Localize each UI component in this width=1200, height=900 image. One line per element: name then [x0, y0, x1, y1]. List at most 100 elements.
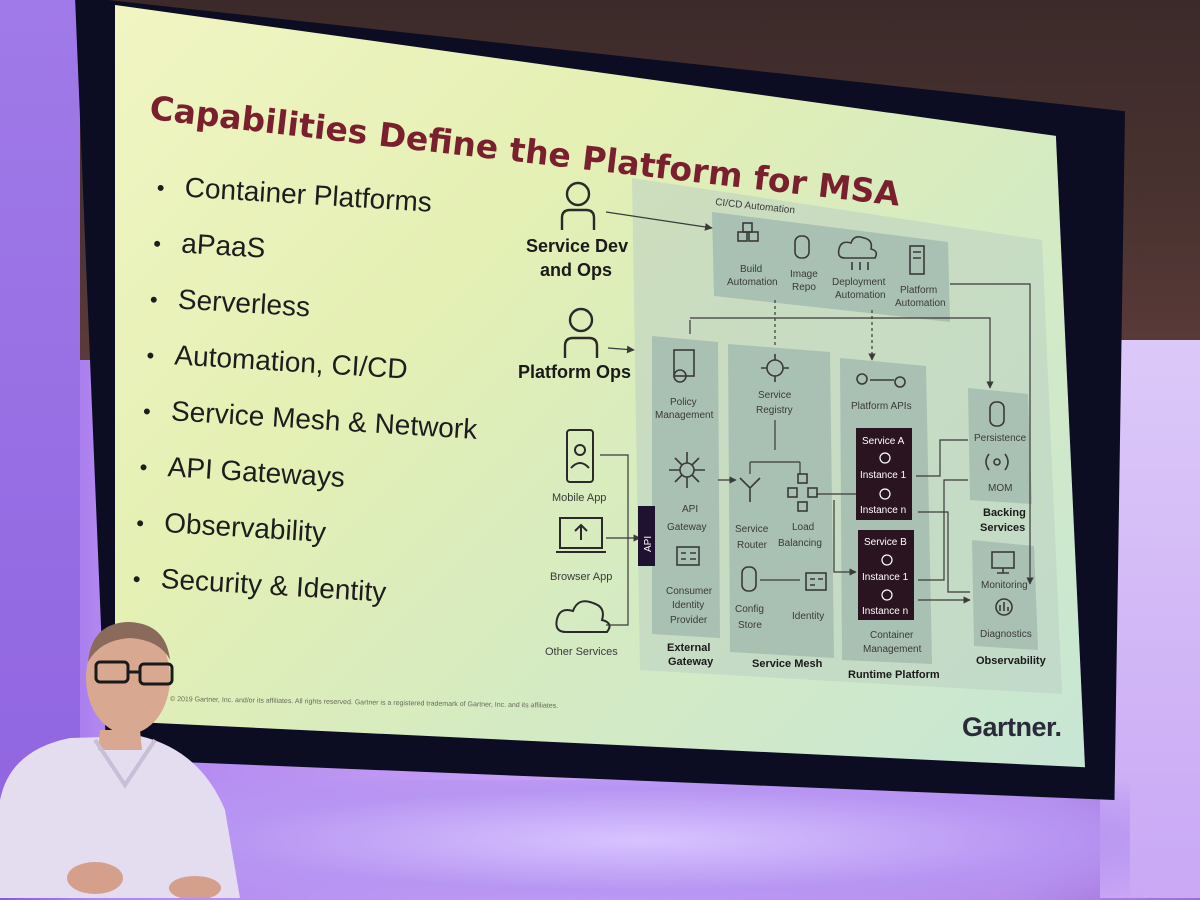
service-dev-label-2: and Ops: [540, 260, 612, 280]
identity-label: Identity: [792, 611, 824, 622]
observability-label: Observability: [976, 655, 1047, 667]
consumer-label-2: Identity: [672, 600, 704, 611]
diagnostics-label: Diagnostics: [980, 629, 1032, 640]
external-gateway-panel: [652, 336, 720, 638]
api-gateway-label-1: API: [682, 504, 698, 515]
presenter-hand: [67, 862, 123, 894]
config-store-label-2: Store: [738, 620, 762, 631]
instance-gear-icon: [879, 452, 891, 464]
image-repo-label-2: Repo: [792, 282, 816, 293]
api-gateway-label-2: Gateway: [667, 522, 706, 533]
load-balancing-label-1: Load: [792, 522, 814, 533]
service-registry-label-2: Registry: [756, 405, 793, 416]
policy-label-2: Management: [655, 410, 714, 421]
build-automation-label-2: Automation: [727, 277, 778, 288]
config-store-label-1: Config: [735, 604, 764, 615]
instance-n-label: Instance n: [862, 606, 908, 617]
deployment-label-1: Deployment: [832, 277, 886, 288]
build-automation-icon: [737, 222, 759, 242]
container-mgmt-label-2: Management: [863, 644, 922, 655]
service-dev-user-icon: [560, 181, 596, 230]
api-tab: [638, 506, 655, 566]
consumer-label-1: Consumer: [666, 586, 713, 597]
load-balancing-icon: [787, 473, 818, 512]
platform-automation-label-1: Platform: [900, 285, 937, 296]
consumer-id-card-icon: [676, 546, 700, 566]
presenter-hand: [169, 876, 221, 898]
platform-apis-icon: [856, 373, 906, 388]
stage-light-glow: [150, 780, 1130, 900]
platform-ops-user-icon: [563, 307, 599, 358]
runtime-platform-label: Runtime Platform: [848, 669, 940, 681]
presenter-collar: [93, 738, 157, 789]
service-router-label-2: Router: [737, 540, 768, 551]
service-mesh-label: Service Mesh: [752, 658, 823, 670]
service-registry-label-1: Service: [758, 390, 792, 401]
backing-services-label-1: Backing: [983, 507, 1026, 519]
container-mgmt-label-1: Container: [870, 630, 914, 641]
persistence-icon: [989, 401, 1005, 427]
deployment-label-2: Automation: [835, 290, 886, 301]
service-router-label-1: Service: [735, 524, 769, 535]
presenter-torso: [0, 736, 240, 898]
policy-document-icon: [673, 349, 695, 383]
service-dev-label-1: Service Dev: [526, 236, 628, 256]
browser-app-icon: [556, 517, 606, 553]
consumer-label-3: Provider: [670, 615, 708, 626]
persistence-label: Persistence: [974, 433, 1027, 444]
mom-broadcast-icon: [985, 453, 1009, 471]
identity-card-icon: [805, 572, 827, 591]
backing-services-panel: [968, 388, 1032, 504]
service-a-box: [856, 428, 912, 520]
presenter-hair: [88, 622, 170, 662]
cicd-panel: [712, 212, 950, 322]
mesh-connectors: [718, 420, 801, 581]
service-dev-arrow: [605, 211, 713, 231]
instance-gear-icon: [879, 488, 891, 500]
client-connector-lines: [600, 454, 640, 626]
mobile-app-icon: [566, 429, 594, 483]
service-a-label: Service A: [862, 436, 905, 447]
deployment-cloud-icon: [837, 236, 878, 270]
service-registry-icon: [761, 354, 789, 382]
mobile-app-label: Mobile App: [552, 492, 606, 504]
image-repo-label-1: Image: [790, 269, 818, 280]
platform-server-icon: [909, 245, 925, 275]
presenter-figure: [0, 622, 240, 898]
presenter-neck: [98, 730, 142, 750]
backing-services-label-2: Services: [980, 522, 1025, 534]
service-b-label: Service B: [864, 537, 907, 548]
monitoring-screen-icon: [991, 551, 1015, 574]
external-gateway-label-1: External: [667, 642, 710, 654]
platform-ops-arrow: [607, 345, 635, 354]
instance-1-label: Instance 1: [862, 572, 909, 583]
platform-ops-label: Platform Ops: [518, 362, 631, 382]
config-store-icon: [741, 566, 757, 592]
instance-gear-icon: [881, 589, 893, 601]
other-services-cloud-icon: [555, 600, 611, 633]
api-tab-label: API: [643, 536, 654, 552]
policy-label-1: Policy: [670, 397, 697, 408]
observability-panel: [972, 540, 1038, 650]
load-balancing-label-2: Balancing: [778, 538, 822, 549]
image-repo-icon: [794, 235, 810, 259]
platform-automation-label-2: Automation: [895, 298, 946, 309]
glasses-icon: [94, 660, 174, 686]
external-gateway-label-2: Gateway: [668, 656, 714, 668]
gartner-logo: Gartner.: [962, 712, 1062, 742]
instance-n-label: Instance n: [860, 505, 906, 516]
mom-label: MOM: [988, 483, 1012, 494]
other-services-label: Other Services: [545, 646, 618, 658]
instance-1-label: Instance 1: [860, 470, 907, 481]
monitoring-label: Monitoring: [981, 580, 1028, 591]
api-gateway-hub-icon: [669, 452, 705, 488]
instance-gear-icon: [881, 554, 893, 566]
browser-app-label: Browser App: [550, 571, 612, 583]
build-automation-label-1: Build: [740, 264, 762, 275]
platform-apis-label: Platform APIs: [851, 401, 912, 412]
service-b-box: [858, 530, 914, 620]
diagram-connectors: [689, 283, 1034, 600]
diagnostics-icon: [995, 598, 1013, 616]
service-mesh-panel: [728, 344, 834, 658]
